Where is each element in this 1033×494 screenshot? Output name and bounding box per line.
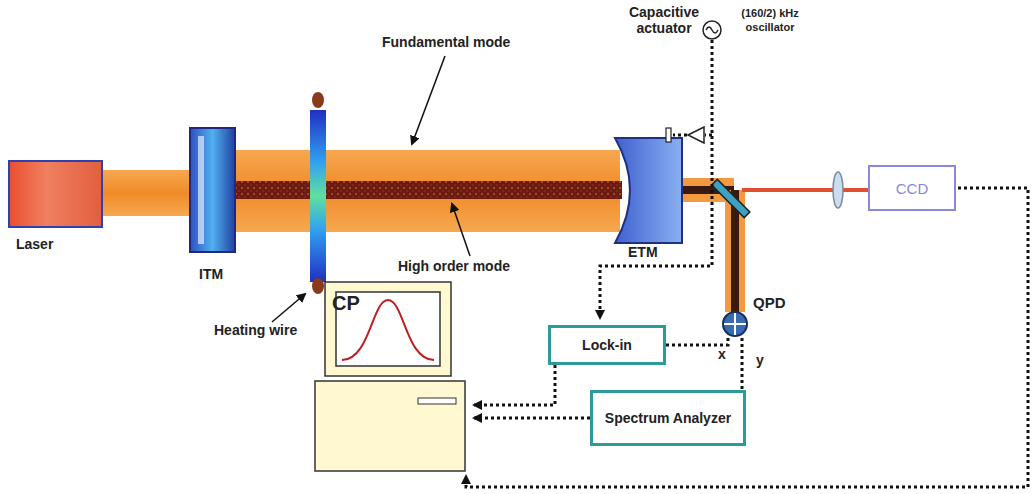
- part-label: ITM: [199, 266, 223, 282]
- part-label: y: [756, 352, 764, 368]
- part-label: Capacitive actuator: [622, 4, 706, 36]
- part-label: x: [718, 346, 726, 362]
- part-label: High order mode: [398, 258, 510, 274]
- signal-wire: [741, 338, 744, 390]
- node-label: QPD: [753, 294, 786, 311]
- part-label: Heating wire: [214, 322, 297, 338]
- signal-wire: [666, 338, 728, 345]
- qpd-symbol: [721, 310, 749, 338]
- part-label: CP: [332, 292, 360, 315]
- node-label: Laser: [16, 236, 53, 252]
- qpd-detector: QPD: [721, 310, 749, 338]
- ccd-camera: CCD: [868, 165, 956, 211]
- node-label: Spectrum Analyzer: [605, 410, 731, 426]
- laser-box: Laser: [8, 160, 103, 228]
- analyzer-box: Spectrum Analyzer: [590, 390, 746, 446]
- part-label: (160/2) kHz oscillator: [728, 6, 812, 34]
- node-label: CCD: [896, 180, 929, 197]
- part-label: ETM: [628, 244, 658, 260]
- lockin-box: Lock-in: [548, 325, 666, 365]
- part-label: Fundamental mode: [382, 34, 510, 50]
- node-label: Lock-in: [582, 337, 632, 353]
